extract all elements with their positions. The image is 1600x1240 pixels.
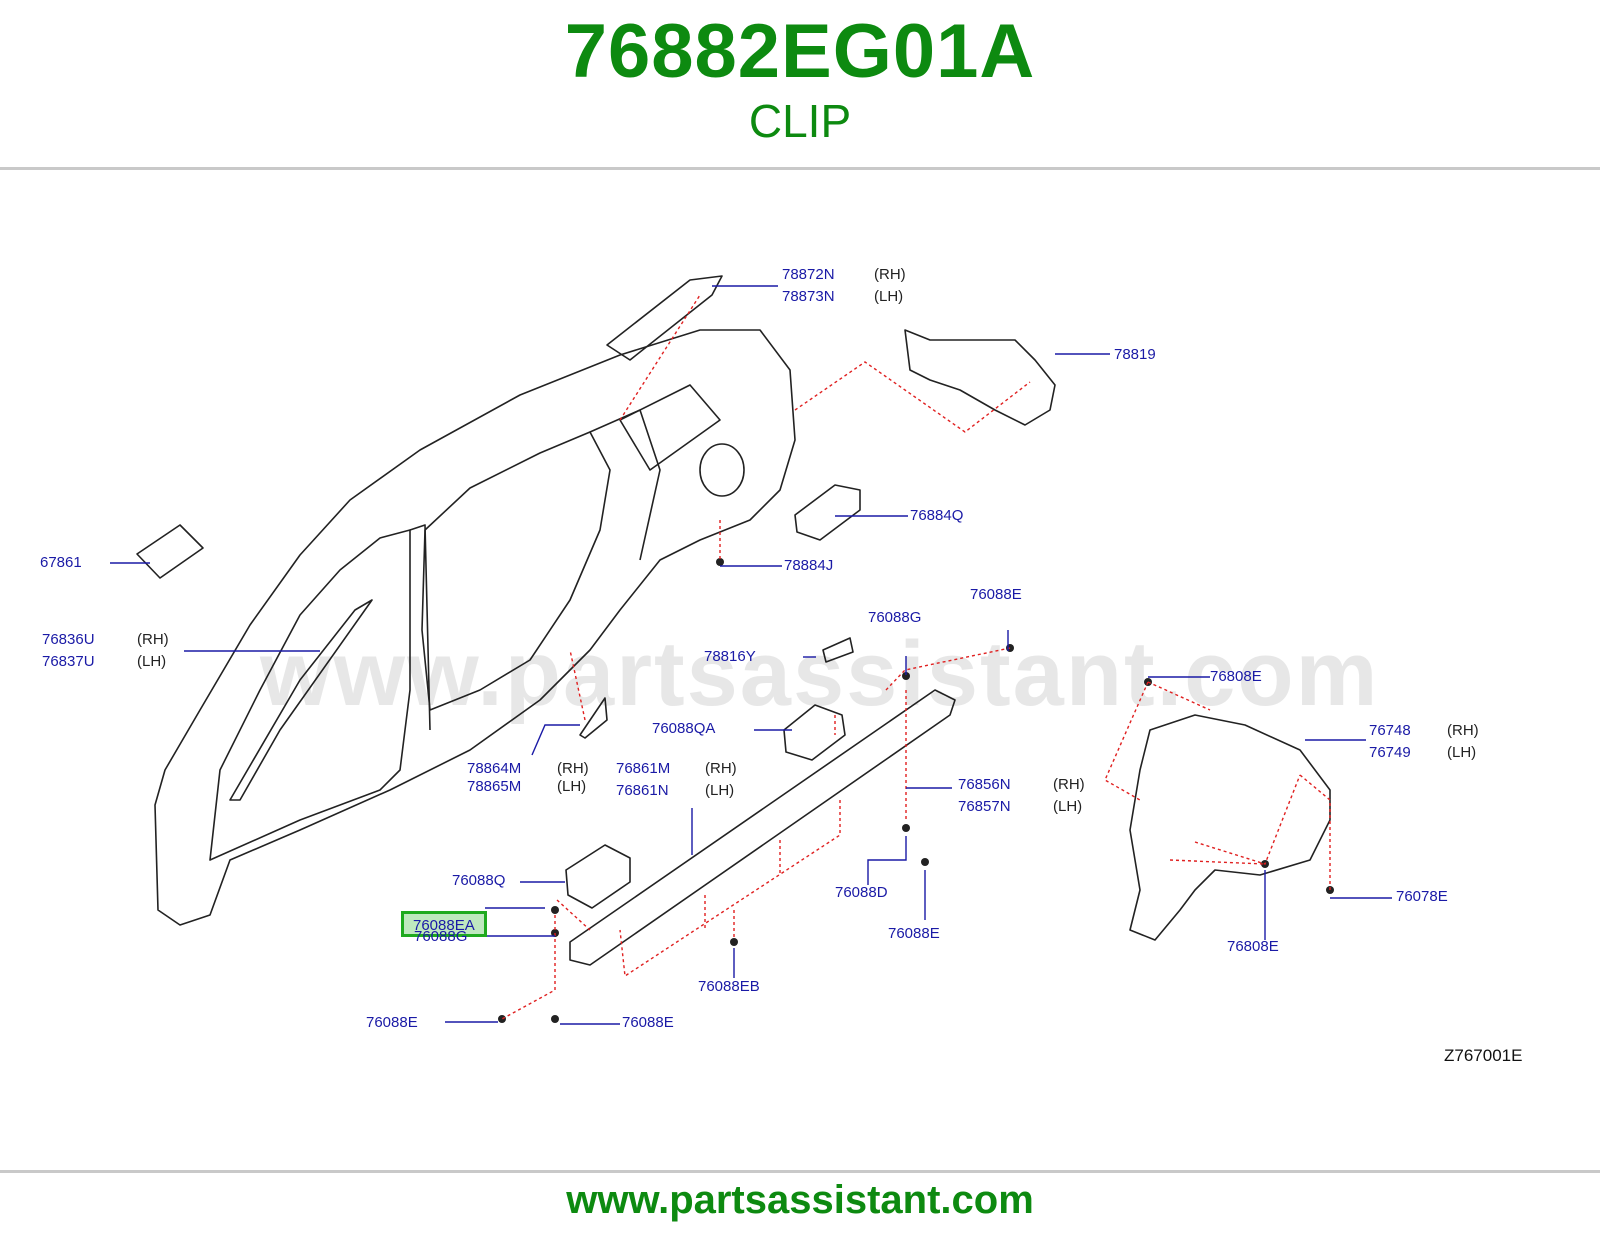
callout-76088D: 76088D — [835, 884, 888, 901]
callout-76088E-lower-left: 76088E — [366, 1014, 418, 1031]
highlighted-part-callout[interactable]: 76088EA — [401, 911, 487, 937]
footer-website-link[interactable]: www.partsassistant.com — [566, 1178, 1034, 1222]
parts-diagram: www.partsassistant.com — [0, 170, 1600, 1168]
side-rh-76836U: (RH) — [137, 631, 169, 648]
callout-76836U: 76836U — [42, 631, 95, 648]
side-lh-76861N: (LH) — [705, 782, 735, 799]
dashed-assembly-lines — [501, 294, 1331, 1020]
callout-78872N: 78872N — [782, 266, 835, 283]
callout-76856N: 76856N — [958, 776, 1011, 793]
callout-78864M: 78864M — [467, 760, 522, 777]
callout-76808E-lower: 76808E — [1227, 938, 1279, 955]
callout-76808E-upper: 76808E — [1210, 668, 1262, 685]
callout-76861M: 76861M — [616, 760, 671, 777]
body-side-panel-drawing — [154, 329, 796, 926]
callout-76078E: 76078E — [1396, 888, 1448, 905]
callout-76088Q: 76088Q — [452, 872, 506, 889]
callout-78865M: 78865M — [467, 778, 522, 795]
side-lh-76837U: (LH) — [137, 653, 167, 670]
callout-67861: 67861 — [40, 554, 82, 571]
side-rh-78864M: (RH) — [557, 760, 589, 777]
side-lh-76749: (LH) — [1447, 744, 1477, 761]
callout-76884Q: 76884Q — [910, 507, 964, 524]
callout-76749: 76749 — [1369, 744, 1411, 761]
callout-76088E-mid: 76088E — [888, 925, 940, 942]
side-lh-78865M: (LH) — [557, 778, 587, 795]
side-rh-76748: (RH) — [1447, 722, 1479, 739]
part-name-subtitle: CLIP — [748, 95, 852, 147]
side-rh-76856N: (RH) — [1053, 776, 1085, 793]
callout-76088G-lower: 76088G — [414, 928, 468, 945]
callout-78873N: 78873N — [782, 288, 835, 305]
leader-lines — [110, 285, 1392, 1025]
diagram-drawing — [110, 275, 1392, 1025]
callout-76748: 76748 — [1369, 722, 1411, 739]
side-lh-78873N: (LH) — [874, 288, 904, 305]
watermark-text: www.partsassistant.com — [260, 623, 1380, 725]
side-rh-76861M: (RH) — [705, 760, 737, 777]
callout-76837U: 76837U — [42, 653, 95, 670]
part-number-title: 76882EG01A — [564, 9, 1036, 94]
callout-76088QA: 76088QA — [652, 720, 716, 737]
page-header: 76882EG01A CLIP — [0, 0, 1600, 168]
callout-76088EA: 76088EA — [413, 917, 475, 934]
side-lh-76857N: (LH) — [1053, 798, 1083, 815]
footer-divider — [0, 1170, 1600, 1173]
callout-76088EB: 76088EB — [698, 978, 760, 995]
header-divider — [0, 167, 1600, 170]
side-rh-78872N: (RH) — [874, 266, 906, 283]
callout-78816Y: 78816Y — [704, 648, 756, 665]
callout-78884J: 78884J — [784, 557, 834, 574]
callout-78819: 78819 — [1114, 346, 1156, 363]
callout-76088E-upper: 76088E — [970, 586, 1022, 603]
callout-76088G-upper: 76088G — [868, 609, 922, 626]
callout-76088E-lower-right: 76088E — [622, 1014, 674, 1031]
drawing-code: Z767001E — [1444, 1046, 1523, 1065]
callout-76857N: 76857N — [958, 798, 1011, 815]
callout-76861N: 76861N — [616, 782, 669, 799]
sill-and-parts-drawing — [136, 275, 1331, 966]
